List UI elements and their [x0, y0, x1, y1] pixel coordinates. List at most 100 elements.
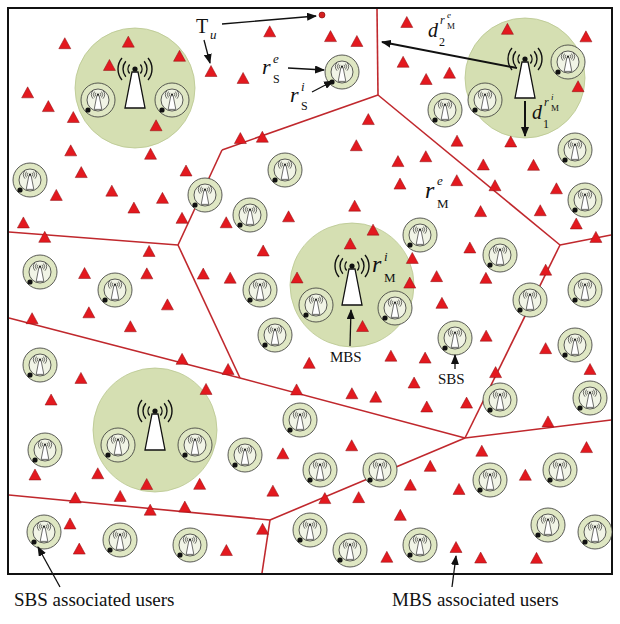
- sbs-user-dot: [572, 207, 577, 212]
- sbs-user-dot: [31, 539, 36, 544]
- mbs-user-triangle: [540, 264, 552, 275]
- sbs-user-dot: [472, 107, 477, 112]
- subscript: M: [437, 197, 449, 210]
- small-base-station: [568, 273, 602, 307]
- mbs-user-triangle: [59, 38, 71, 49]
- mbs-user-triangle: [570, 218, 582, 229]
- mbs-user-triangle: [350, 140, 362, 151]
- mbs-user-triangle: [39, 231, 51, 242]
- small-cell-icon: [562, 52, 575, 71]
- small-base-station: [103, 523, 137, 557]
- mbs-user-triangle: [464, 242, 476, 253]
- mbs-user-triangle: [224, 272, 236, 283]
- small-cell-icon: [199, 185, 212, 204]
- mbs-user-triangle: [26, 313, 38, 324]
- sbs-user-dot: [159, 107, 164, 112]
- mbs-user-triangle: [144, 504, 156, 515]
- superscript: r: [544, 96, 549, 108]
- small-cell-icon: [39, 440, 52, 459]
- sbs-user-dot: [232, 462, 237, 467]
- sbs-user-dot: [477, 487, 482, 492]
- sbs-user-dot: [382, 315, 387, 320]
- small-cell-icon: [244, 205, 257, 224]
- small-cell-icon: [279, 160, 292, 179]
- small-base-station: [403, 218, 437, 252]
- sbs-user-dot: [582, 539, 587, 544]
- mbs-user-triangle: [550, 183, 562, 194]
- small-cell-icon: [92, 90, 105, 109]
- sbs-user-dot: [27, 279, 32, 284]
- mbs-user-triangle: [490, 367, 502, 378]
- small-base-station: [23, 255, 57, 289]
- sbs-user-dot: [85, 107, 90, 112]
- small-cell-icon: [414, 535, 427, 554]
- mbs-user-triangle: [444, 67, 456, 78]
- subscript: M: [551, 104, 559, 113]
- small-cell-icon: [166, 90, 179, 109]
- mbs-user-triangle: [222, 363, 234, 374]
- legend-note: SBS associated users: [14, 590, 174, 609]
- math-symbol: r: [372, 252, 381, 276]
- voronoi-boundaries: [9, 9, 611, 573]
- mbs-user-triangle: [176, 353, 188, 364]
- mbs-user-triangle: [367, 224, 379, 235]
- small-base-station: [378, 291, 412, 325]
- sbs-user-dot: [17, 187, 22, 192]
- small-cell-icon: [344, 540, 357, 559]
- small-cell-icon: [314, 460, 327, 479]
- small-base-station: [28, 433, 62, 467]
- small-base-station: [233, 198, 267, 232]
- mbs-user-triangle: [346, 440, 358, 451]
- mbs-user-triangle: [421, 401, 433, 412]
- small-cell-icon: [542, 515, 555, 534]
- small-base-station: [428, 93, 462, 127]
- small-cell-icon: [34, 355, 47, 374]
- math-symbol: T: [196, 16, 208, 36]
- superscript: e: [437, 174, 443, 187]
- small-cell-icon: [439, 100, 452, 119]
- mbs-user-triangle: [420, 73, 432, 84]
- small-base-station: [27, 515, 61, 549]
- mbs-user-triangle: [64, 518, 76, 529]
- mbs-user-triangle: [325, 31, 337, 42]
- macro-cell-disc: [465, 18, 585, 138]
- small-base-station: [513, 283, 547, 317]
- small-cell-icon: [484, 470, 497, 489]
- superscript: e: [273, 52, 279, 65]
- small-base-station: [531, 508, 565, 542]
- mbs-user-triangle: [122, 36, 134, 47]
- leader-arrows: [38, 16, 525, 587]
- small-cell-icon: [336, 62, 349, 81]
- small-cell-icon: [479, 90, 492, 109]
- small-cell-icon: [114, 530, 127, 549]
- mbs-user-triangle: [156, 192, 168, 203]
- small-base-station: [551, 45, 585, 79]
- mbs-user-triangle: [344, 238, 356, 249]
- math-symbol: r: [425, 178, 434, 202]
- sbs-user-dot: [517, 307, 522, 312]
- mbs-user-triangle: [277, 448, 289, 459]
- math-symbol: d: [532, 102, 542, 122]
- sbs-user-dot: [432, 117, 437, 122]
- small-base-station: [188, 178, 222, 212]
- mbs-user-triangle: [83, 307, 95, 318]
- small-base-station: [543, 453, 577, 487]
- sbs-user-dot: [102, 297, 107, 302]
- mbs-user-triangle: [501, 23, 513, 34]
- small-cell-icon: [294, 410, 307, 429]
- mbs-user-triangle: [477, 159, 489, 170]
- small-base-station: [333, 533, 367, 567]
- mbs-user-triangle: [194, 478, 206, 489]
- mbs-user-triangle: [143, 245, 155, 256]
- mbs-user-triangle: [401, 16, 413, 27]
- mbs-user-triangle: [519, 469, 531, 480]
- subscript: u: [210, 28, 217, 41]
- mbs-user-triangle: [128, 202, 140, 213]
- mbs-user-triangle: [220, 217, 232, 228]
- sbs-user-dot: [442, 345, 447, 350]
- mbs-user-triangle: [580, 31, 592, 42]
- mbs-user-triangle: [256, 131, 268, 142]
- mbs-user-triangle: [22, 87, 34, 98]
- mbs-user-triangle: [475, 206, 487, 217]
- small-base-station: [468, 83, 502, 117]
